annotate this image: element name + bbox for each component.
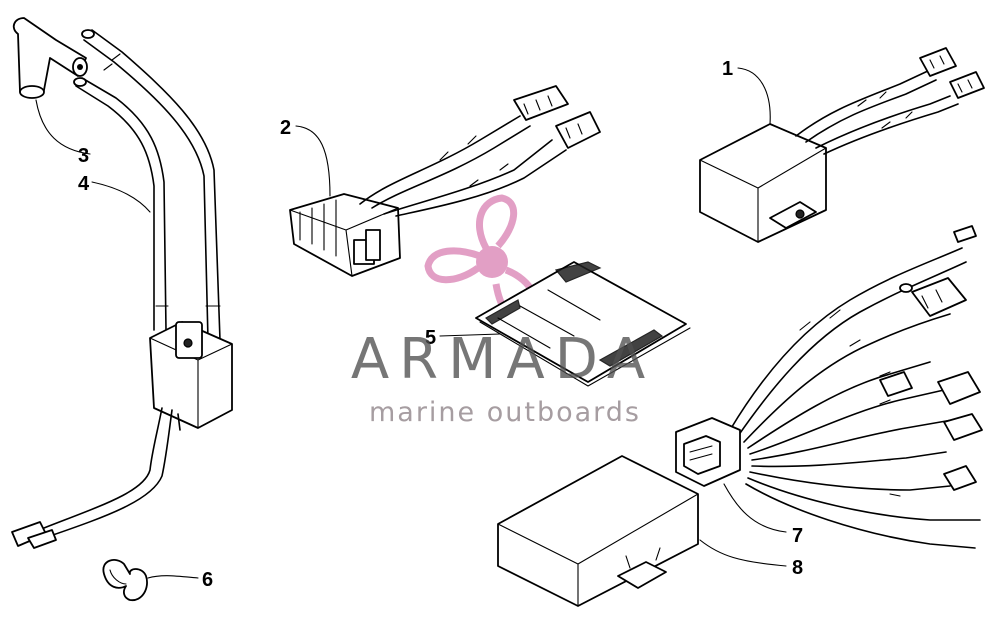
spark-plug-cap <box>12 17 88 99</box>
wiring-harness-connector <box>675 225 983 549</box>
callout-8: 8 <box>792 557 803 579</box>
callout-4: 4 <box>78 173 90 195</box>
callout-5: 5 <box>425 327 436 349</box>
watermark-brand: ARMADA <box>350 327 656 392</box>
voltage-regulator <box>289 85 601 277</box>
decal-sheet <box>475 261 691 387</box>
watermark-tagline: marine outboards <box>368 397 641 428</box>
callout-numbers: 1 2 3 4 5 6 7 8 <box>78 58 803 591</box>
callout-1: 1 <box>722 58 733 80</box>
callout-2: 2 <box>280 117 291 139</box>
callout-3: 3 <box>78 145 89 167</box>
callout-6: 6 <box>202 569 213 591</box>
leader-lines <box>35 67 787 579</box>
control-module <box>497 455 699 607</box>
cdi-box <box>699 47 985 243</box>
ignition-coil-harness <box>11 29 233 549</box>
callout-7: 7 <box>792 525 803 547</box>
wire-clip <box>102 559 148 601</box>
